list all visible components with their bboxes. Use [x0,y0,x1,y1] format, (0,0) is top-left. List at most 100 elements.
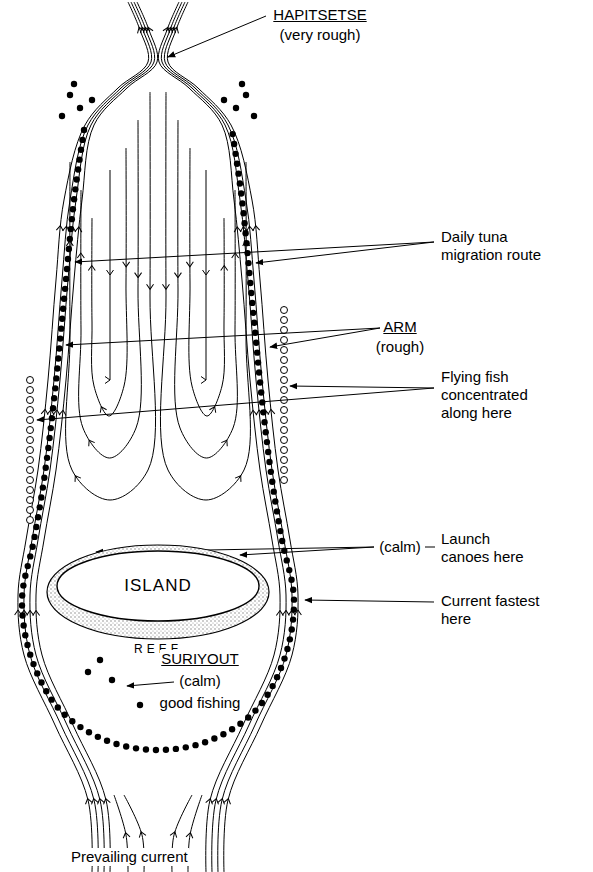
tuna-dot [56,345,62,351]
tuna-dot [242,230,248,236]
flying-fish-mark [27,427,34,434]
flow-arrowhead [162,284,169,289]
tuna-dot [19,612,25,618]
flow-arrowhead [90,798,98,805]
tuna-dot [229,131,235,137]
flying-fish-mark [27,507,34,514]
tuna-dot [250,310,256,316]
tuna-route-dots [19,81,297,753]
leader-line [270,328,380,347]
tuna-dot [229,726,235,732]
streamline [158,2,280,872]
flying-fish-mark [27,407,34,414]
callout-label: Current fastest here [440,592,542,628]
tuna-dot [37,504,43,510]
callout-label: HAPITSETSE [272,6,367,24]
flow-arrowhead [102,798,110,805]
flying-fish-mark [281,407,288,414]
tuna-dot [55,355,61,361]
flying-fish-mark [281,347,288,354]
flying-fish-mark [281,367,288,374]
flying-fish-mark [281,337,288,344]
callout-label: Prevailing current [70,848,189,866]
flying-fish-mark [27,467,34,474]
flow-arrowhead [107,270,114,275]
flow-arrowhead [232,253,239,258]
tuna-dot [46,435,52,441]
tuna-dot [95,734,101,740]
tuna-dot [254,349,260,355]
tuna-dot [260,409,266,415]
tuna-dot [22,573,28,579]
tuna-dot [183,744,189,750]
tuna-dot [77,105,83,111]
tuna-dot [235,170,241,176]
flow-arrowhead [77,253,84,258]
tuna-dot [71,81,77,87]
tuna-dot [249,300,255,306]
tuna-dot [286,567,292,573]
tuna-dot [27,553,33,559]
flow-arrowhead [105,377,110,384]
flying-fish-mark [281,437,288,444]
flow-arrowhead [123,262,130,267]
flow-arrowhead [88,266,95,271]
streamline [30,2,155,872]
tuna-dot [55,704,61,710]
reef-ellipse [47,545,269,639]
tuna-dot [244,250,250,256]
tuna-dot [31,534,37,540]
flying-fish-mark [281,357,288,364]
tuna-dot [24,642,30,648]
island-label: ISLAND [122,577,193,596]
tuna-dot [261,419,267,425]
tuna-dot [19,602,25,608]
tuna-dot [40,484,46,490]
current-streamlines [15,2,302,872]
flow-arrowhead [163,26,171,33]
flow-arrowhead [243,241,250,246]
tuna-dot [45,445,51,451]
tuna-dot [240,210,246,216]
tuna-dot [43,465,49,471]
eddy-streamlines [66,92,251,500]
callout-label: (very rough) [279,26,362,44]
route-guide [22,130,294,750]
tuna-dot [274,508,280,514]
tuna-dot [19,592,25,598]
tuna-dot [44,455,50,461]
flying-fish-mark [281,377,288,384]
callout-label: (calm) [378,538,422,556]
tuna-dot [85,669,91,675]
tuna-dot [173,746,179,752]
tuna-dot [61,296,67,302]
tuna-dot [51,395,57,401]
flying-fish-mark [281,307,288,314]
streamline [160,92,250,500]
leader-line [305,600,434,602]
tuna-dot [255,359,261,365]
tuna-dot [30,661,36,667]
flying-fish-mark [27,517,34,524]
tuna-dot [290,616,296,622]
flying-fish-mark [27,377,34,384]
tuna-dot [25,563,31,569]
tuna-dot [231,141,237,147]
tuna-dot [50,405,56,411]
streamline [161,2,286,872]
tuna-dot [268,469,274,475]
tuna-dot [243,92,249,98]
flying-fish-mark [281,317,288,324]
tuna-dot [252,707,258,713]
tuna-dot [153,747,159,753]
streamline [92,148,128,416]
tuna-dot [278,665,284,671]
tuna-dot [234,161,240,167]
flow-arrowhead [98,405,106,413]
callout-label: (calm) [178,672,222,690]
flying-fish-mark [27,397,34,404]
tuna-dot [192,742,198,748]
flow-arrowhead [72,474,81,482]
flow-arrowhead [206,798,214,805]
tuna-dot [64,266,70,272]
